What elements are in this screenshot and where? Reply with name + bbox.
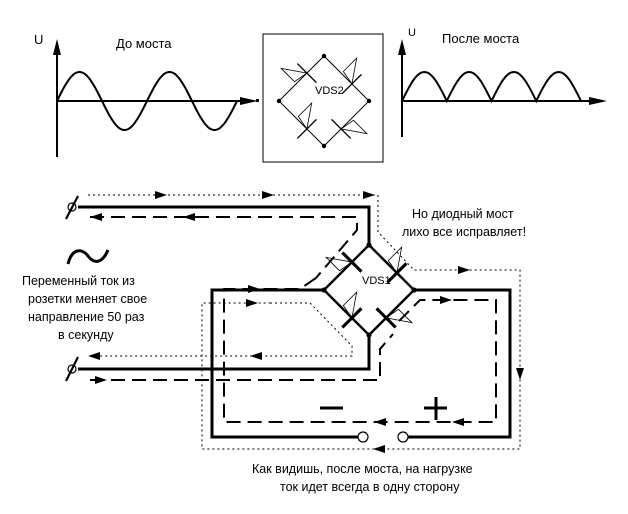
arrow-right-icon [95,376,107,384]
graph-before-title: До моста [116,36,172,51]
ac-note-line3: направление 50 раз [28,310,145,324]
bridge-note-line2: лихо все исправляет! [402,225,526,239]
junction-dot [321,53,327,59]
diode-triangle-icon [324,256,353,272]
diode-triangle-icon [279,67,308,83]
arrow-right-icon [246,299,258,307]
junction-dot [321,143,327,149]
diode-triangle-icon [340,119,369,135]
junction-dot [366,242,372,248]
bridge-arm [323,100,370,147]
notes: Но диодный мост лихо все исправляет! Пер… [22,207,526,494]
graph-before-bridge: U До моста [34,32,258,157]
junction-dot [256,99,259,102]
load-terminal-positive [397,431,409,443]
ac-tilde-icon [66,249,110,265]
graph-after-bridge: U После моста [398,27,607,137]
arrow-left-icon [183,213,195,221]
arrow-left-icon [374,418,386,426]
arrow-right-icon [440,296,452,304]
current-path-dotted-arrows [88,191,524,453]
junction-dot [321,287,327,293]
x-axis-arrow-icon [240,97,258,105]
current-path-dashed-arrows [90,213,464,426]
load-note-line1: Как видишь, после моста, на нагрузке [252,462,473,476]
bridge-arm [368,244,415,291]
terminal-bottom [65,356,79,382]
junction-dot [276,98,282,104]
y-axis-arrow-icon [398,39,406,55]
arrow-left-icon [373,445,385,453]
terminal-top [65,195,79,220]
bridge-arm [278,100,325,147]
ac-note-line4: в секунду [58,328,114,342]
graph-after-title: После моста [442,31,520,46]
diode-triangle-icon [342,290,358,319]
arrow-left-icon [452,418,464,426]
arrow-right-icon [262,191,274,199]
ac-note-line2: розетки меняет свое [28,292,147,306]
graph-after-axis-label: U [408,27,416,39]
junction-dot [411,287,417,293]
bridge-vds2-symbol [276,53,372,149]
ac-note-line1: Переменный ток из [22,274,135,288]
arrow-right-icon [363,191,375,199]
junction-dot [366,332,372,338]
arrow-right-icon [248,285,260,293]
bridge-arm [323,289,370,336]
graph-before-axis-label: U [34,32,43,47]
diode-triangle-icon [342,56,358,85]
junction-dot [366,98,372,104]
bridge-arm [278,55,325,102]
arrow-right-icon [155,191,167,199]
bridge-arm [323,55,370,102]
arrow-right-icon [458,266,470,274]
bridge-vds2-label: VDS2 [315,85,344,97]
diode-triangle-icon [297,101,313,130]
rectified-wave [401,70,582,104]
bridge-vds1-symbol [321,242,417,338]
load-note-line2: ток идет всегда в одну сторону [280,480,460,494]
bridge-arm [323,244,370,291]
current-path-dashed [90,216,497,423]
bridge-vds1-label: VDS1 [362,275,391,287]
y-axis-arrow-icon [53,39,61,55]
bridge-note-line1: Но диодный мост [412,207,514,221]
arrow-left-icon [88,352,100,360]
sine-wave [56,71,238,131]
main-circuit: VDS1 [65,191,524,453]
arrow-down-icon [516,368,524,380]
current-path-dotted [88,194,521,450]
arrow-left-icon [90,213,102,221]
plus-sign-icon [424,397,447,420]
x-axis-arrow-icon [589,97,607,105]
bridge-arm [368,289,415,336]
bridge-box-vds2: VDS2 [256,33,384,163]
arrow-left-icon [250,352,262,360]
diode-triangle-icon [387,245,403,274]
load-terminal-negative [357,431,369,443]
